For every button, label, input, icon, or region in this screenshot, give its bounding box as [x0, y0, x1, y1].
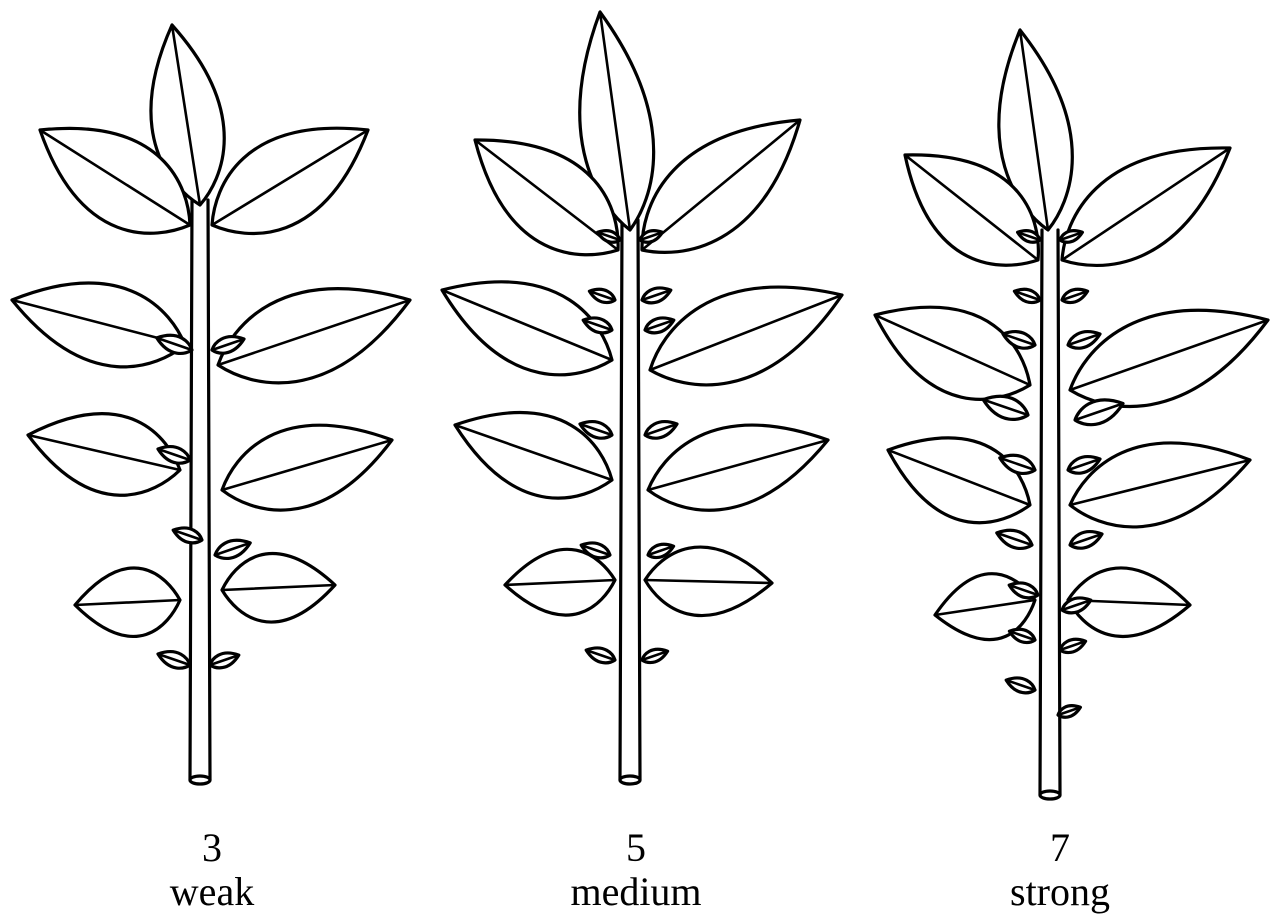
shoot-group — [12, 25, 410, 784]
small-leaflet — [1060, 639, 1086, 652]
level-label-weak: weak — [0, 870, 424, 914]
leaflet — [648, 425, 828, 510]
caption-strong: 7 strong — [848, 826, 1272, 914]
level-number-weak: 3 — [0, 826, 424, 870]
small-leaflet — [1009, 629, 1035, 642]
leaflet — [1062, 148, 1230, 266]
level-label-medium: medium — [424, 870, 848, 914]
stem-cut-end — [1040, 791, 1060, 799]
shoot-group — [875, 30, 1268, 799]
shoot-illustration-strong — [848, 0, 1272, 917]
leaflet — [1070, 443, 1250, 527]
leaflet — [218, 289, 410, 383]
leaflet — [222, 554, 335, 622]
small-leaflet — [983, 396, 1028, 419]
panel-strong: 7 strong — [848, 0, 1272, 917]
caption-medium: 5 medium — [424, 826, 848, 914]
small-leaflet — [589, 289, 615, 302]
small-leaflet — [642, 649, 668, 662]
stem — [620, 220, 640, 780]
panel-weak: 3 weak — [0, 0, 424, 917]
small-leaflet — [645, 318, 674, 333]
leaflet — [28, 414, 180, 495]
small-leaflet — [645, 422, 677, 439]
small-leaflet — [642, 288, 671, 303]
leaflet — [212, 128, 368, 233]
shoot-illustration-medium — [424, 0, 848, 917]
small-leaflet — [997, 530, 1032, 548]
small-leaflet — [1068, 332, 1100, 349]
stem-cut-end — [620, 776, 640, 784]
shoot-group — [442, 12, 842, 784]
small-leaflet — [1058, 706, 1080, 718]
stem-cut-end — [190, 776, 210, 784]
small-leaflet — [158, 652, 190, 669]
leaflet — [222, 425, 392, 510]
level-label-strong: strong — [848, 870, 1272, 914]
stem — [1040, 230, 1060, 795]
leaflet — [442, 282, 612, 375]
level-number-strong: 7 — [848, 826, 1272, 870]
small-leaflet — [1062, 289, 1088, 302]
panel-medium: 5 medium — [424, 0, 848, 917]
small-leaflet — [1070, 532, 1102, 549]
small-leaflet — [586, 648, 615, 663]
small-leaflet — [1075, 400, 1123, 425]
leaflet — [75, 568, 180, 636]
level-number-medium: 5 — [424, 826, 848, 870]
leaflet — [642, 120, 800, 252]
small-leaflet — [1006, 678, 1035, 693]
leaflet — [888, 438, 1030, 523]
shoot-illustration-weak — [0, 0, 424, 917]
caption-weak: 3 weak — [0, 826, 424, 914]
small-leaflet — [210, 653, 239, 668]
small-leaflet — [215, 540, 250, 558]
small-leaflet — [1014, 289, 1040, 302]
leaflet — [12, 283, 185, 367]
leaflet — [650, 287, 842, 385]
leaflet — [1070, 310, 1268, 406]
stem — [190, 200, 210, 780]
leaflet — [875, 307, 1030, 399]
